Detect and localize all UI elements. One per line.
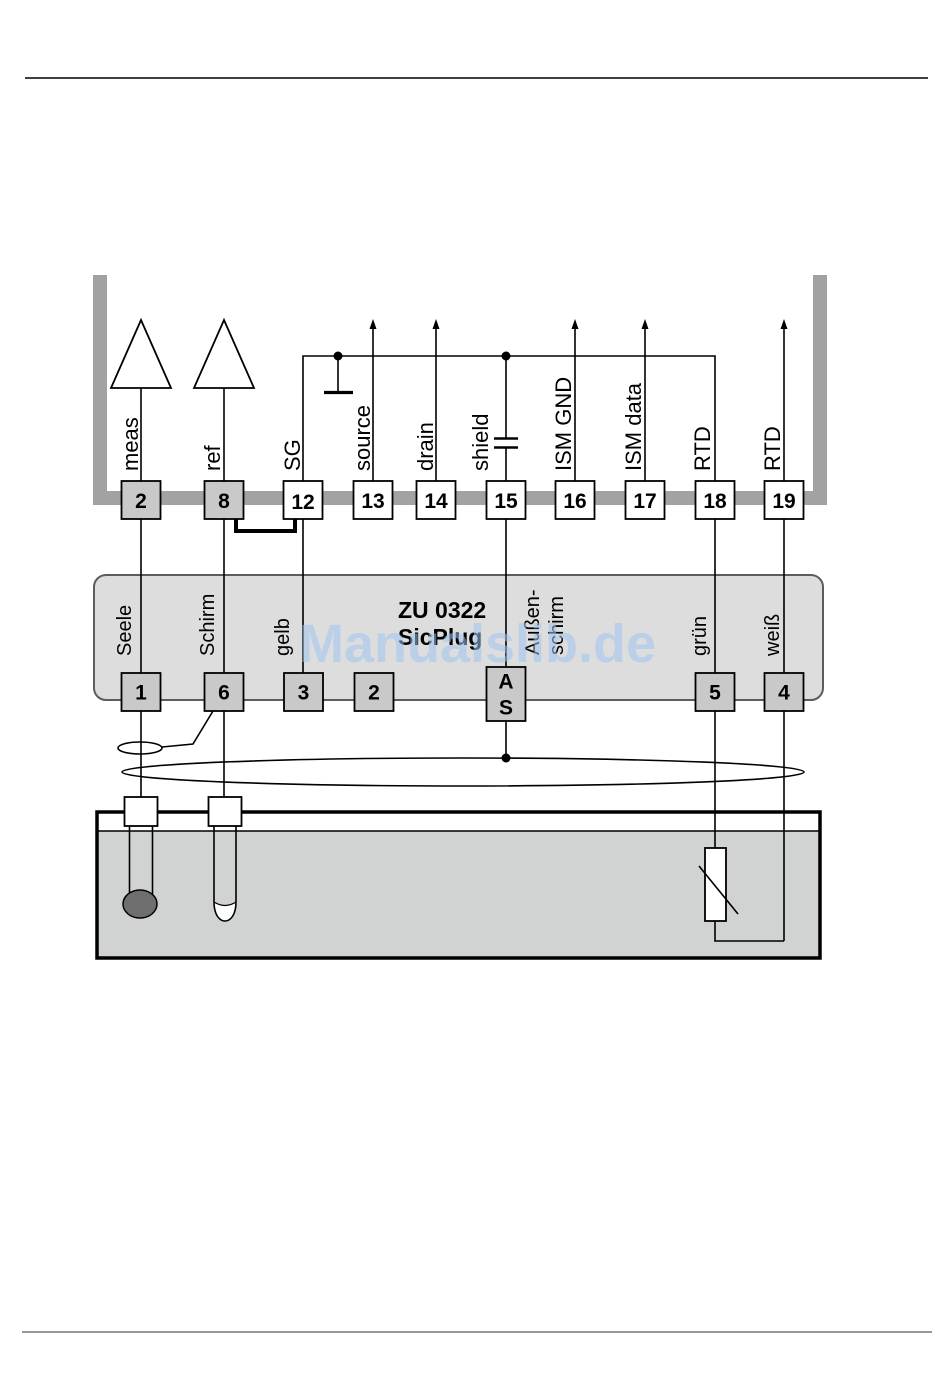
arrowhead: [781, 319, 788, 329]
device-terminal-2: 2: [122, 481, 161, 519]
signal-label-ref: ref: [200, 444, 225, 471]
meas-amplifier-symbol: [111, 320, 171, 388]
terminal-number: 13: [361, 490, 384, 513]
outer-shield-junction-dot: [502, 754, 511, 763]
adapter-terminal-3: 3: [284, 673, 323, 711]
terminal-number: 17: [633, 490, 656, 513]
terminal-number: 18: [703, 490, 727, 513]
glass-bulb: [123, 890, 157, 918]
terminal-number: 5: [709, 682, 721, 705]
terminal-number: 12: [291, 491, 314, 514]
signal-label-ism-data: ISM data: [621, 382, 646, 471]
signal-label-drain: drain: [413, 422, 438, 471]
arrowhead: [433, 319, 440, 329]
signal-label-rtd-19: RTD: [760, 426, 785, 471]
terminal-jumper-8-12: [236, 519, 295, 531]
electrode-connector-head: [209, 797, 242, 826]
inner-shield-drain-wire: [162, 711, 213, 747]
terminal-letter-s: S: [499, 697, 513, 720]
device-terminal-13: 13: [354, 481, 393, 519]
vessel-head-space: [97, 812, 820, 831]
wire-label-weiss: weiß: [762, 614, 784, 657]
adapter-terminal-6: 6: [205, 673, 244, 711]
adapter-terminal-4: 4: [765, 673, 804, 711]
terminal-number: 14: [424, 490, 448, 513]
wire-label-schirm: Schirm: [197, 594, 219, 656]
terminal-number: 4: [778, 682, 790, 705]
adapter-terminal-1: 1: [122, 673, 161, 711]
device-terminal-17: 17: [626, 481, 665, 519]
terminal-number: 2: [135, 490, 147, 513]
terminal-number: 19: [772, 490, 795, 513]
signal-label-meas: meas: [118, 417, 143, 471]
adapter-terminal-outer-shield: A S: [487, 667, 526, 721]
terminal-number: 6: [218, 682, 230, 705]
arrowhead: [642, 319, 649, 329]
inner-shield-ring: [118, 742, 162, 754]
terminal-number: 3: [298, 682, 310, 705]
electrode-connector-head: [125, 797, 158, 826]
device-terminal-8: 8: [205, 481, 244, 519]
device-terminal-14: 14: [417, 481, 456, 519]
rtd-resistor-body: [705, 848, 726, 921]
device-terminal-12: 12: [284, 481, 323, 519]
signal-label-ism-gnd: ISM GND: [551, 377, 576, 471]
adapter-terminal-2: 2: [355, 673, 394, 711]
device-terminal-18: 18: [696, 481, 735, 519]
device-terminal-16: 16: [556, 481, 595, 519]
signal-label-shield: shield: [468, 414, 493, 471]
device-signal-labels: meas ref SG source drain shield ISM GND …: [118, 377, 785, 471]
wire-label-gruen: grün: [689, 616, 711, 656]
device-terminal-15: 15: [487, 481, 526, 519]
watermark: Manualslib.de: [299, 614, 656, 674]
terminal-number: 2: [368, 682, 380, 705]
signal-label-source: source: [350, 405, 375, 471]
wire-label-seele: Seele: [114, 605, 136, 656]
terminal-number: 1: [135, 682, 147, 705]
signal-label-rtd-18: RTD: [690, 426, 715, 471]
ref-amplifier-symbol: [194, 320, 254, 388]
arrowhead: [370, 319, 377, 329]
terminal-number: 15: [494, 490, 518, 513]
device-terminal-19: 19: [765, 481, 804, 519]
arrowhead: [572, 319, 579, 329]
terminal-number: 16: [563, 490, 586, 513]
signal-label-sg: SG: [280, 439, 305, 471]
wire-label-gelb: gelb: [272, 618, 294, 656]
terminal-number: 8: [218, 490, 230, 513]
adapter-terminal-5: 5: [696, 673, 735, 711]
